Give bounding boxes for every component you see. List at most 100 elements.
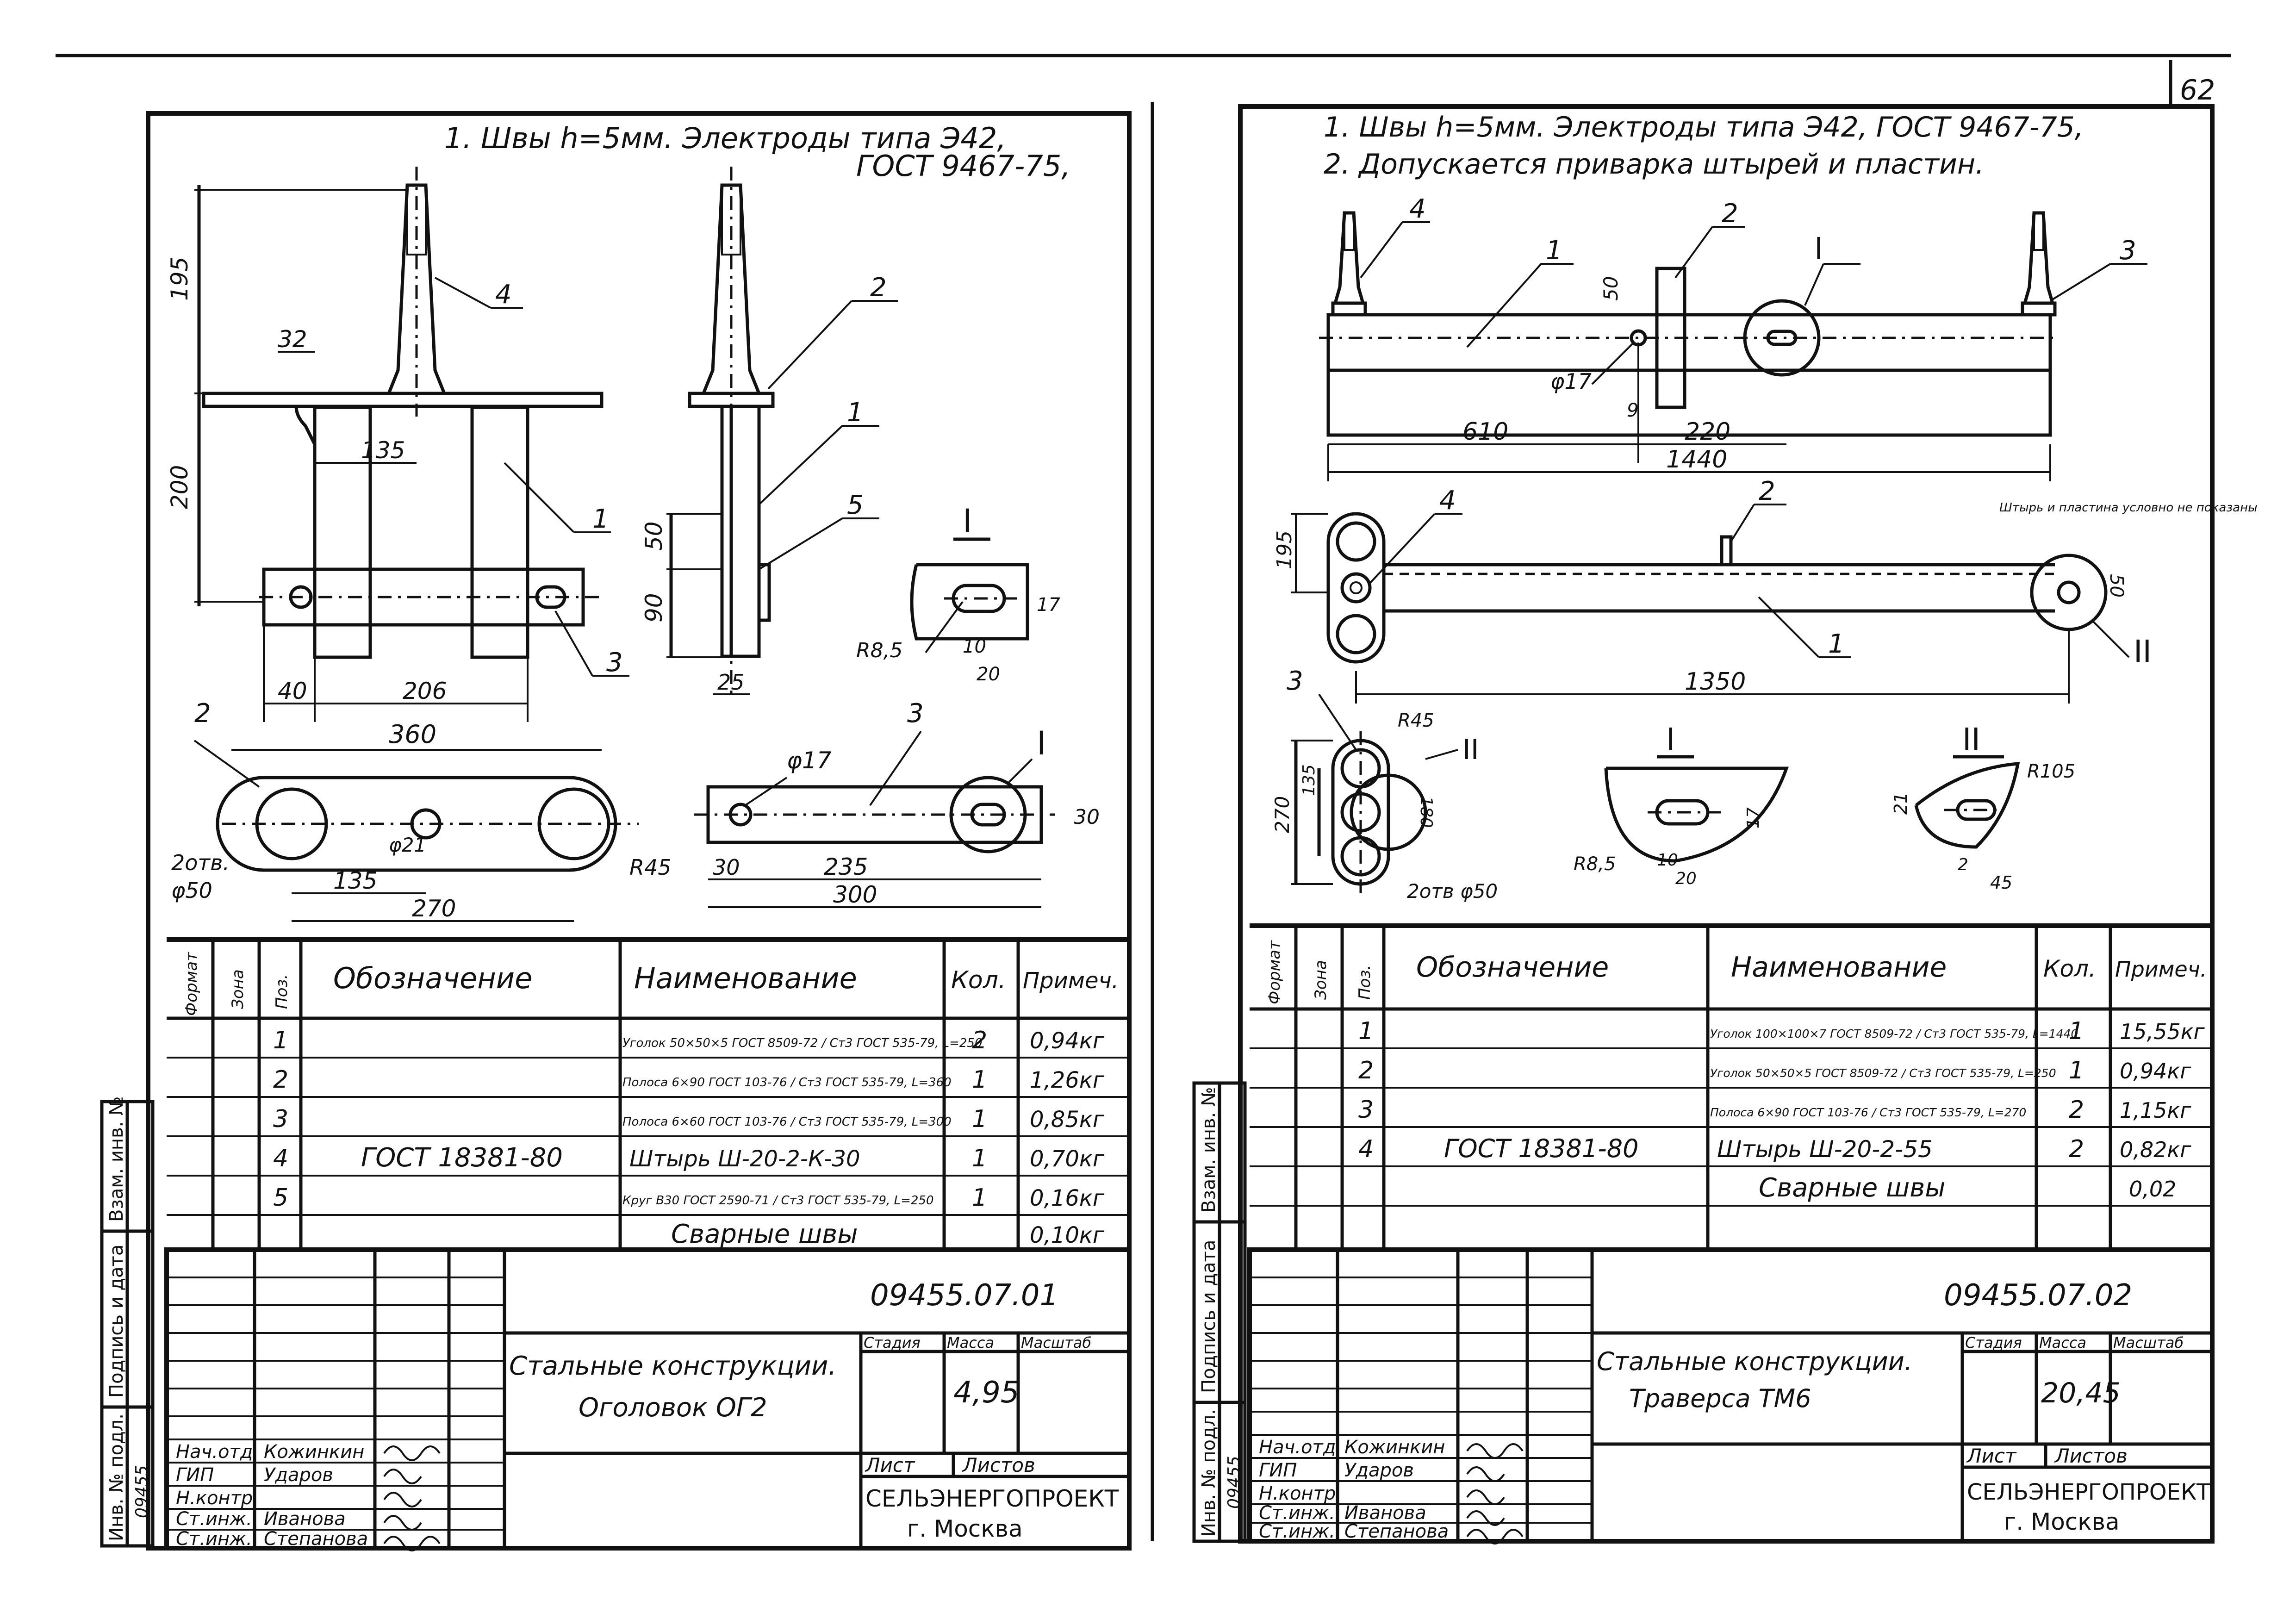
l-row3-pos: 3	[273, 1105, 288, 1133]
right-title-block: 09455.07.02 Стальные конструкции. Травер…	[1247, 1247, 2215, 1544]
dim-30b: 30	[1074, 805, 1100, 829]
left-callouts: 4 2 1 1 5 3	[435, 273, 898, 678]
r-detail-II-ref: II	[2134, 634, 2152, 669]
l-row5-pos: 5	[273, 1184, 288, 1212]
spec-h-pos-left: Поз.	[273, 974, 291, 1009]
l-row1-name: Уголок 50×50×5 ГОСТ 8509-72 / Ст3 ГОСТ 5…	[622, 1036, 983, 1050]
r-row2-name: Уголок 50×50×5 ГОСТ 8509-72 / Ст3 ГОСТ 5…	[1710, 1066, 2056, 1080]
dim-195: 195	[166, 257, 193, 301]
spec-h-format-left: Формат	[182, 952, 201, 1016]
mass-label-left: Масса	[947, 1334, 994, 1351]
dim-20-right: 20	[1675, 869, 1697, 888]
dim-180-right: 180	[1417, 796, 1436, 828]
left-side-view: 50 90 25	[641, 167, 775, 695]
left-note-1: 1. Швы h=5мм. Электроды типа Э42,	[444, 121, 1006, 155]
sheets-label-right: Листов	[2054, 1445, 2128, 1467]
title1-right: Стальные конструкции.	[1597, 1347, 1912, 1376]
r-callout-4b: 4	[1439, 486, 1456, 516]
r-sig-name-5: Степанова	[1344, 1521, 1449, 1542]
dim-r85-right: R8,5	[1574, 853, 1616, 875]
r-row3-note: 1,15кг	[2120, 1098, 2191, 1123]
r-row1-pos: 1	[1358, 1017, 1374, 1045]
side-label-sign-right: Подпись и дата	[1198, 1240, 1220, 1393]
title2-left: Оголовок ОГ2	[579, 1393, 767, 1423]
r-sig-name-2: Ударов	[1344, 1460, 1414, 1481]
dim-270-right: 270	[1271, 796, 1294, 833]
r-row3-qty: 2	[2069, 1096, 2084, 1124]
mass-label-right: Масса	[2039, 1334, 2086, 1351]
holes-left: 2отв.	[171, 850, 230, 875]
r-row4-pos: 4	[1358, 1135, 1374, 1163]
stage-label-right: Стадия	[1965, 1334, 2022, 1351]
dim-21-right: 21	[1891, 792, 1911, 815]
r-sig-name-4: Иванова	[1344, 1502, 1426, 1524]
dim-40: 40	[278, 678, 307, 704]
dim-20-left: 20	[977, 664, 1000, 685]
l-row1-qty: 2	[972, 1027, 987, 1054]
spec-h-note-left: Примеч.	[1023, 968, 1119, 994]
left-plate-pos3: 30 235 300 30 φ17 3 I	[694, 698, 1100, 908]
side-label-sign-left: Подпись и дата	[106, 1245, 127, 1398]
r-row3-name: Полоса 6×90 ГОСТ 103-76 / Ст3 ГОСТ 535-7…	[1710, 1106, 2026, 1119]
dim-r85-left: R8,5	[856, 639, 903, 662]
spec-h-name-left: Наименование	[634, 961, 857, 995]
sig-role-1-left: Нач.отд.	[176, 1441, 259, 1463]
dim-30a: 30	[713, 855, 740, 880]
left-note-2: ГОСТ 9467-75,	[856, 149, 1070, 183]
spec-h-zone-left: Зона	[229, 969, 247, 1009]
sig-name-4-left: Иванова	[264, 1508, 346, 1530]
r-row5-name: Сварные швы	[1759, 1173, 1946, 1203]
side-label-inv-left: Инв. № подл.	[106, 1414, 127, 1541]
spec-h-format-right: Формат	[1265, 940, 1284, 1004]
l-row5-name: Круг В30 ГОСТ 2590-71 / Ст3 ГОСТ 535-79,…	[622, 1194, 934, 1208]
spec-h-zone-right: Зона	[1312, 960, 1330, 1000]
l-row2-name: Полоса 6×90 ГОСТ 103-76 / Ст3 ГОСТ 535-7…	[622, 1076, 952, 1090]
dim-phi17-left: φ17	[787, 747, 832, 774]
dim-50b-right: 50	[2106, 574, 2127, 598]
spec-h-note-right: Примеч.	[2115, 957, 2207, 982]
left-plate-pos2: 360 135 270 2отв. φ50 R45 φ21 2	[171, 698, 672, 922]
dim-360: 360	[389, 720, 436, 749]
callout-2b: 2	[194, 698, 211, 729]
right-side-strip: Инв. № подл. Подпись и дата Взам. инв. №…	[1192, 1081, 1247, 1543]
spec-h-qty-left: Кол.	[951, 966, 1006, 994]
l-row4-designation: ГОСТ 18381-80	[361, 1143, 563, 1173]
dim-10-right: 10	[1657, 851, 1678, 870]
mass-value-left: 4,95	[953, 1376, 1020, 1410]
l-row3-qty: 1	[972, 1105, 987, 1133]
dim-17-right: 17	[1744, 807, 1763, 828]
sheet-label-left: Лист	[865, 1454, 915, 1476]
right-plan-view: 1350 195 50 Штырь и пластина условно не …	[1273, 476, 2258, 704]
side-label-inv-right: Инв. № подл.	[1198, 1409, 1220, 1537]
r-row1-qty: 1	[2069, 1017, 2084, 1045]
r-row1-note: 15,55кг	[2120, 1019, 2205, 1044]
dim-r45-left: R45	[629, 855, 672, 880]
l-row3-note: 0,85кг	[1030, 1107, 1105, 1133]
sheet-label-right: Лист	[1966, 1445, 2017, 1467]
right-plate-pos3: 270 135 180 R45 2отв φ50 3 II	[1271, 666, 1498, 903]
dim-270: 270	[412, 895, 456, 922]
sig-role-4-left: Ст.инж.	[176, 1508, 252, 1530]
detail-mark-I-bottom: I	[1037, 724, 1046, 762]
callout-1a: 1	[847, 398, 864, 428]
r-callout-2a: 2	[1722, 199, 1738, 229]
r-row2-qty: 1	[2069, 1057, 2084, 1084]
dim-610: 610	[1462, 418, 1508, 446]
callout-3b: 3	[907, 698, 924, 729]
dim-135b: 135	[333, 867, 377, 894]
sig-name-5-left: Степанова	[264, 1528, 368, 1550]
sig-name-1-left: Кожинкин	[264, 1441, 364, 1463]
r-sig-role-3: Н.контр.	[1259, 1483, 1342, 1504]
r-callout-3a: 3	[2120, 236, 2136, 266]
left-title-block: 09455.07.01 Стальные конструкции. Оголов…	[164, 1247, 1132, 1551]
dim-206: 206	[403, 678, 447, 704]
dim-25: 25	[717, 670, 745, 695]
r-sig-role-2: ГИП	[1259, 1460, 1297, 1481]
dim-9: 9	[1627, 400, 1638, 421]
l-row1-pos: 1	[273, 1027, 288, 1054]
r-row4-name: Штырь Ш-20-2-55	[1717, 1136, 1933, 1163]
left-side-strip: Инв. № подл. Подпись и дата Взам. инв. №…	[100, 1096, 155, 1548]
side-label-replace-left: Взам. инв. №	[106, 1096, 127, 1222]
dim-45-right: 45	[1990, 872, 2012, 893]
dim-135a: 135	[361, 437, 405, 464]
